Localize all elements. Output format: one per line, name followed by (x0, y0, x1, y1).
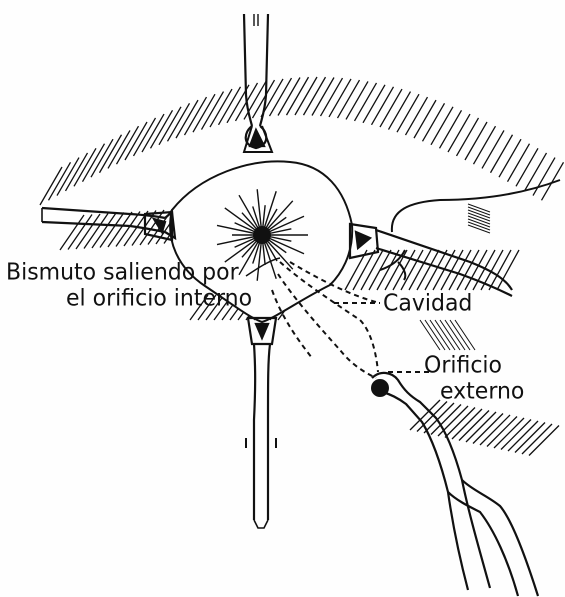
surgical-probe (372, 373, 538, 596)
hatch-stroke (423, 103, 445, 141)
hatch-stroke (438, 406, 468, 436)
patch-stroke (425, 320, 445, 350)
hatch-stroke (542, 162, 564, 200)
label-cavidad: Cavidad (383, 292, 472, 315)
hatch-stroke (445, 408, 475, 438)
hatch-stroke (329, 79, 351, 117)
hatch-stroke (397, 94, 419, 132)
patch-stroke (450, 320, 470, 350)
hatch-stroke (355, 83, 377, 121)
hatch-stroke (40, 167, 62, 205)
hatch-stroke (134, 118, 156, 156)
hatch-stroke (66, 153, 88, 191)
hatch-stroke (414, 100, 436, 138)
hatch-stroke (459, 411, 489, 441)
patch-stroke (430, 320, 450, 350)
hatch-stroke (452, 409, 482, 439)
hatch-stroke (91, 139, 113, 177)
hatch-stroke (321, 78, 343, 116)
hatch-stroke (482, 130, 504, 168)
patch-stroke (435, 320, 455, 350)
hatch-stroke (176, 100, 198, 138)
bismuth-center (253, 226, 271, 244)
hatch-stroke (499, 139, 521, 177)
hatch-stroke (389, 92, 411, 130)
hatch-stroke (304, 77, 326, 115)
hatch-stroke (159, 107, 181, 145)
hatch-stroke (448, 114, 470, 152)
hatch-stroke (508, 421, 538, 451)
hatch-stroke (406, 97, 428, 135)
hatch-stroke (474, 126, 496, 164)
hatch-stroke (424, 403, 454, 433)
hatch-stroke (363, 85, 385, 123)
patch-stroke (455, 320, 475, 350)
hatch-stroke (312, 77, 334, 115)
hatch-stroke (465, 122, 487, 160)
hatch-stroke (466, 412, 496, 442)
hatch-stroke (491, 135, 513, 173)
hatch-stroke (117, 126, 139, 164)
hatch-stroke (151, 110, 173, 148)
hatch-stroke (529, 426, 559, 456)
retractor-top (244, 14, 272, 152)
label-orificio-line1: Orificio (424, 354, 502, 377)
patch-stroke (420, 320, 440, 350)
hatch-stroke (380, 89, 402, 127)
label-bismuto-line2: el orificio interno (66, 287, 252, 310)
patch-stroke (445, 320, 465, 350)
external-orifice-knob (371, 379, 389, 397)
hatch-stroke (508, 144, 530, 182)
hatch-stroke (168, 103, 190, 141)
hatch-stroke (338, 80, 360, 118)
hatch-stroke (501, 420, 531, 450)
hatch-stroke (57, 158, 79, 196)
hatch-stroke (522, 424, 552, 454)
label-orificio-line2: externo (440, 380, 524, 403)
retractor-right (350, 224, 512, 296)
hatch-stroke (473, 414, 503, 444)
hatch-stroke (125, 122, 147, 160)
label-bismuto-line1: Bismuto saliendo por (6, 261, 239, 284)
retractor-bottom (246, 318, 276, 528)
hatch-stroke (515, 423, 545, 453)
hatch-stroke (74, 148, 96, 186)
hatch-stroke (480, 415, 510, 445)
hatch-stroke (487, 417, 517, 447)
hatch-stroke (100, 135, 122, 173)
hatch-stroke (185, 97, 207, 135)
hatch-stroke (494, 418, 524, 448)
hatch-stroke (142, 114, 164, 152)
hatch-stroke (83, 144, 105, 182)
hatch-stroke (457, 118, 479, 156)
hatch-stroke (346, 81, 368, 119)
hatch-stroke (372, 87, 394, 125)
hatch-stroke (440, 110, 462, 148)
hatch-stroke (431, 107, 453, 145)
patch-stroke (440, 320, 460, 350)
hatch-stroke (533, 158, 555, 196)
hatch-stroke (516, 148, 538, 186)
hatch-stroke (108, 130, 130, 168)
hatch-stroke (49, 162, 71, 200)
hatch-stroke (431, 405, 461, 435)
